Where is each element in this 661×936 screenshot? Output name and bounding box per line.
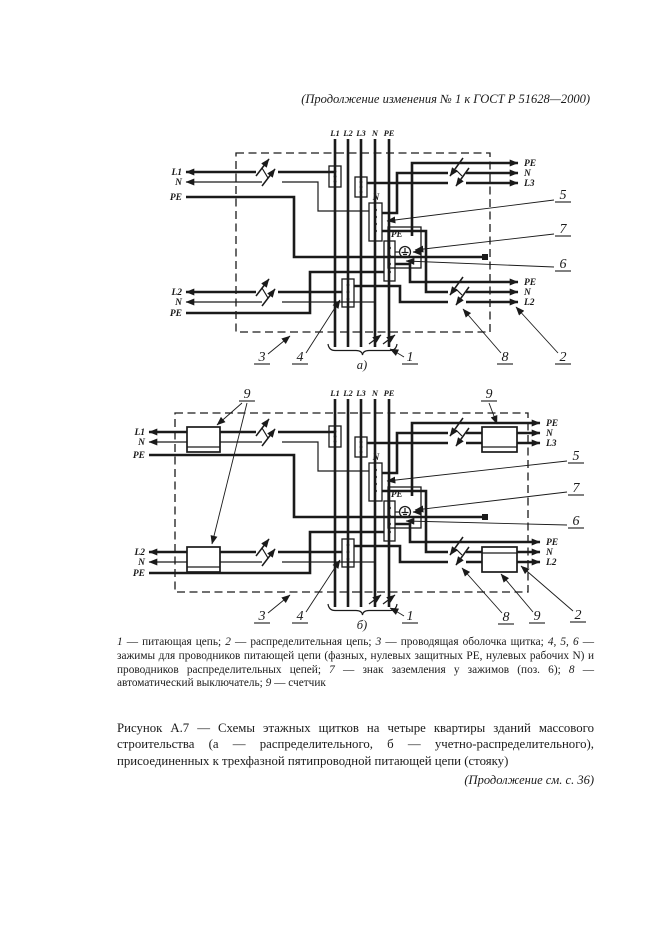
callouts-b: 9 9 5 7 6 3 4 1 8 9 — [210, 387, 586, 625]
continuation-note: (Продолжение см. с. 36) — [464, 773, 594, 787]
callout-2: 2 — [575, 608, 582, 623]
feed-label: N — [523, 169, 532, 179]
bus-label-l2: L2 — [342, 128, 353, 138]
callout-1: 1 — [407, 609, 414, 624]
feed-label: L2 — [523, 298, 535, 308]
riser-buses-b — [333, 399, 396, 607]
feed-label: L1 — [133, 428, 145, 438]
feed-label: L1 — [170, 168, 182, 178]
callout-9-bottom: 9 — [534, 609, 541, 624]
callout-4: 4 — [297, 609, 304, 624]
callout-6: 6 — [560, 257, 567, 272]
sub-label-a: а) — [357, 358, 367, 372]
panel-enclosure-b — [174, 412, 529, 593]
bus-labels-a: L1 L2 L3 N PE — [329, 128, 394, 138]
feed-label: L3 — [545, 439, 557, 449]
feed-label: PE — [170, 309, 182, 319]
feed-label: N — [137, 438, 146, 448]
feed-label: PE — [546, 419, 558, 429]
panel-enclosure-a — [235, 152, 491, 333]
page-header: (Продолжение изменения № 1 к ГОСТ Р 5162… — [301, 92, 590, 106]
feed-label: N — [174, 298, 183, 308]
figure-a-diagram: L1 L2 L3 N PE L1 N PE L2 N PE PE N L3 PE… — [170, 128, 571, 372]
terminal-blocks-b — [328, 425, 422, 568]
feed-label: PE — [133, 569, 145, 579]
feed-label: L2 — [545, 558, 557, 568]
callout-5: 5 — [573, 449, 580, 464]
bus-label-l3: L3 — [355, 128, 366, 138]
feed-label: N — [137, 558, 146, 568]
bus-label-n: N — [371, 388, 379, 398]
callout-9-left: 9 — [244, 387, 251, 402]
feed-label: L2 — [133, 548, 145, 558]
figure-b-diagram: L1 L2 L3 N PE L1 N PE L2 N PE PE N L3 PE… — [133, 387, 586, 632]
feed-label: PE — [546, 538, 558, 548]
wires-a — [185, 159, 519, 315]
bus-label-l3: L3 — [355, 388, 366, 398]
feed-label: PE — [170, 193, 182, 203]
feed-label: N — [523, 288, 532, 298]
callout-1: 1 — [407, 350, 414, 365]
figure-caption: Рисунок А.7 — Схемы этажных щитков на че… — [117, 721, 594, 768]
bus-labels-b: L1 L2 L3 N PE — [329, 388, 394, 398]
callout-8: 8 — [502, 350, 509, 365]
bus-label-l1: L1 — [329, 388, 339, 398]
sub-label-b: б) — [357, 618, 367, 632]
feed-label: PE — [133, 451, 145, 461]
brace-b — [327, 603, 398, 616]
legend-text: 1 — питающая цепь; 2 — распределительная… — [117, 636, 595, 690]
brace-a — [327, 343, 398, 356]
bus-label-l2: L2 — [342, 388, 353, 398]
callout-4: 4 — [297, 350, 304, 365]
feed-label: L3 — [523, 179, 535, 189]
callout-3: 3 — [258, 350, 266, 365]
n-terminal-label: N — [372, 192, 380, 202]
breaker-switches-b — [255, 417, 470, 567]
n-terminal-label: N — [372, 452, 380, 462]
feed-labels-a: L1 N PE L2 N PE PE N L3 PE N L2 N PE — [170, 159, 536, 319]
feed-labels-b: L1 N PE L2 N PE PE N L3 PE N L2 N PE — [133, 419, 558, 579]
callouts-a: 5 7 6 3 4 1 8 2 — [254, 188, 571, 365]
pe-terminal-label: PE — [391, 489, 403, 499]
callout-3: 3 — [258, 609, 266, 624]
feed-label: PE — [524, 159, 536, 169]
callout-9-right: 9 — [486, 387, 493, 402]
feed-label: N — [545, 548, 554, 558]
callout-5: 5 — [560, 188, 567, 203]
riser-buses-a — [333, 139, 396, 347]
feed-label: L2 — [170, 288, 182, 298]
feed-label: PE — [524, 278, 536, 288]
feed-label: N — [545, 429, 554, 439]
feed-label: N — [174, 178, 183, 188]
bus-label-n: N — [371, 128, 379, 138]
bus-label-l1: L1 — [329, 128, 339, 138]
callout-6: 6 — [573, 514, 580, 529]
bus-label-pe: PE — [384, 388, 395, 398]
callout-8: 8 — [503, 610, 510, 625]
breaker-switches-a — [255, 157, 470, 307]
callout-7: 7 — [560, 222, 568, 237]
energy-meters-b — [186, 426, 518, 573]
callout-7: 7 — [573, 481, 581, 496]
bus-label-pe: PE — [384, 128, 395, 138]
callout-2: 2 — [560, 350, 567, 365]
pe-terminal-label: PE — [391, 229, 403, 239]
